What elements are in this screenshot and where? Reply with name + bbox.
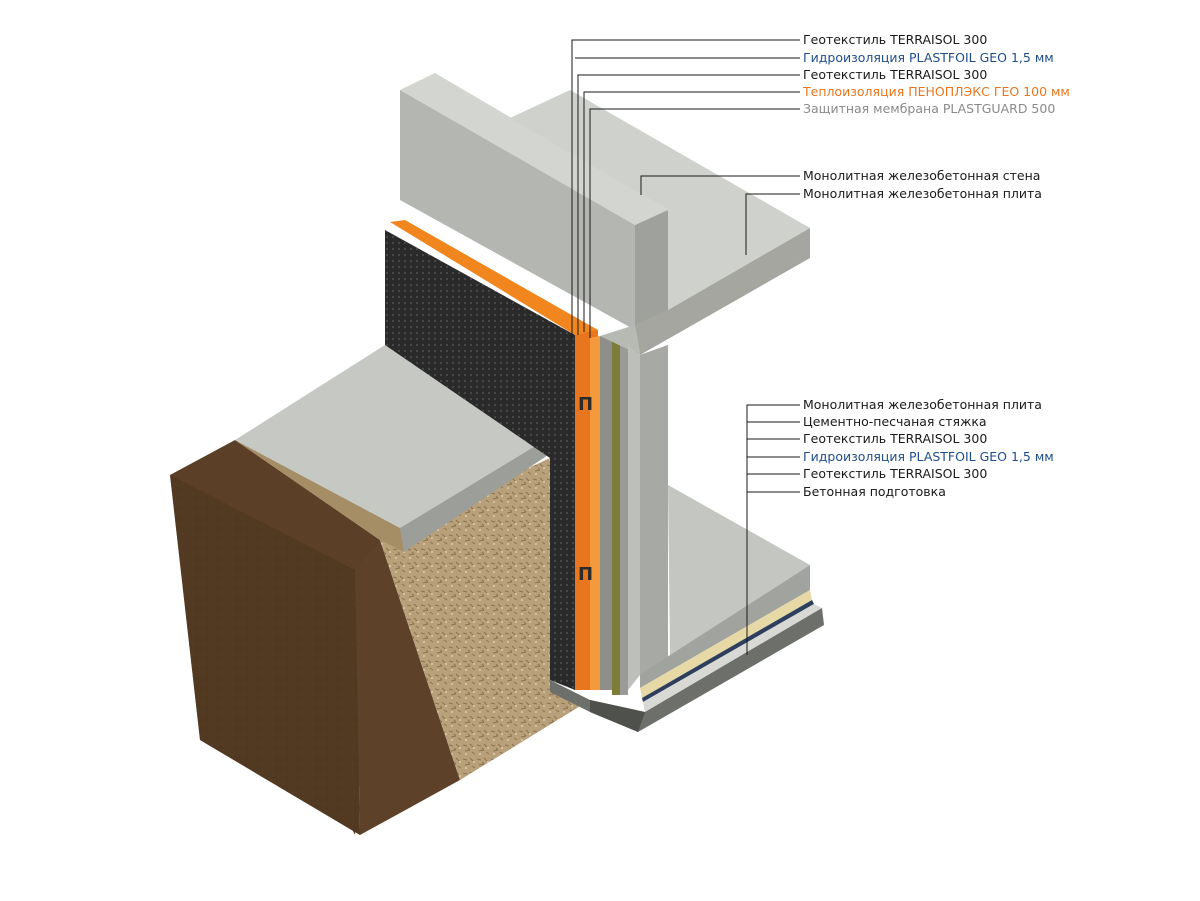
label-floor-geotextile-1: Геотекстиль TERRAISOL 300 (803, 431, 987, 446)
svg-text:П: П (578, 564, 593, 585)
label-wall-geotextile-1: Геотекстиль TERRAISOL 300 (803, 32, 987, 47)
label-floor-geotextile-2: Геотекстиль TERRAISOL 300 (803, 466, 987, 481)
label-wall-waterproofing: Гидроизоляция PLASTFOIL GEO 1,5 мм (803, 50, 1054, 65)
label-floor-concrete-prep: Бетонная подготовка (803, 484, 946, 499)
svg-text:П: П (578, 394, 593, 415)
soil-block (170, 440, 460, 835)
concrete-wall (400, 73, 668, 330)
structure-labels: Монолитная железобетонная стена Монолитн… (803, 168, 1042, 201)
label-wall-membrane: Защитная мембрана PLASTGUARD 500 (803, 101, 1055, 116)
label-monolithic-slab-upper: Монолитная железобетонная плита (803, 186, 1042, 201)
backfill-gravel (235, 440, 590, 780)
upper-ground-slab (235, 345, 548, 552)
insulation-layer: П П (390, 220, 600, 690)
label-wall-insulation: Теплоизоляция ПЕНОПЛЭКС ГЕО 100 мм (802, 84, 1070, 99)
label-floor-screed: Цементно-песчаная стяжка (803, 414, 987, 429)
protective-membrane (385, 230, 575, 690)
label-monolithic-wall: Монолитная железобетонная стена (803, 168, 1040, 183)
soil-slope-face (355, 540, 460, 835)
lower-floor-slab (640, 485, 822, 712)
floor-layer-labels: Монолитная железобетонная плита Цементно… (803, 397, 1054, 499)
label-wall-geotextile-2: Геотекстиль TERRAISOL 300 (803, 67, 987, 82)
label-floor-waterproofing: Гидроизоляция PLASTFOIL GEO 1,5 мм (803, 449, 1054, 464)
leader-lines (571, 39, 800, 655)
concrete-preparation (550, 608, 824, 732)
wall-layer-labels: Геотекстиль TERRAISOL 300 Гидроизоляция … (802, 32, 1070, 116)
concrete-wall-lower (628, 345, 668, 690)
waterproofing-layers (600, 336, 628, 695)
label-floor-slab: Монолитная железобетонная плита (803, 397, 1042, 412)
